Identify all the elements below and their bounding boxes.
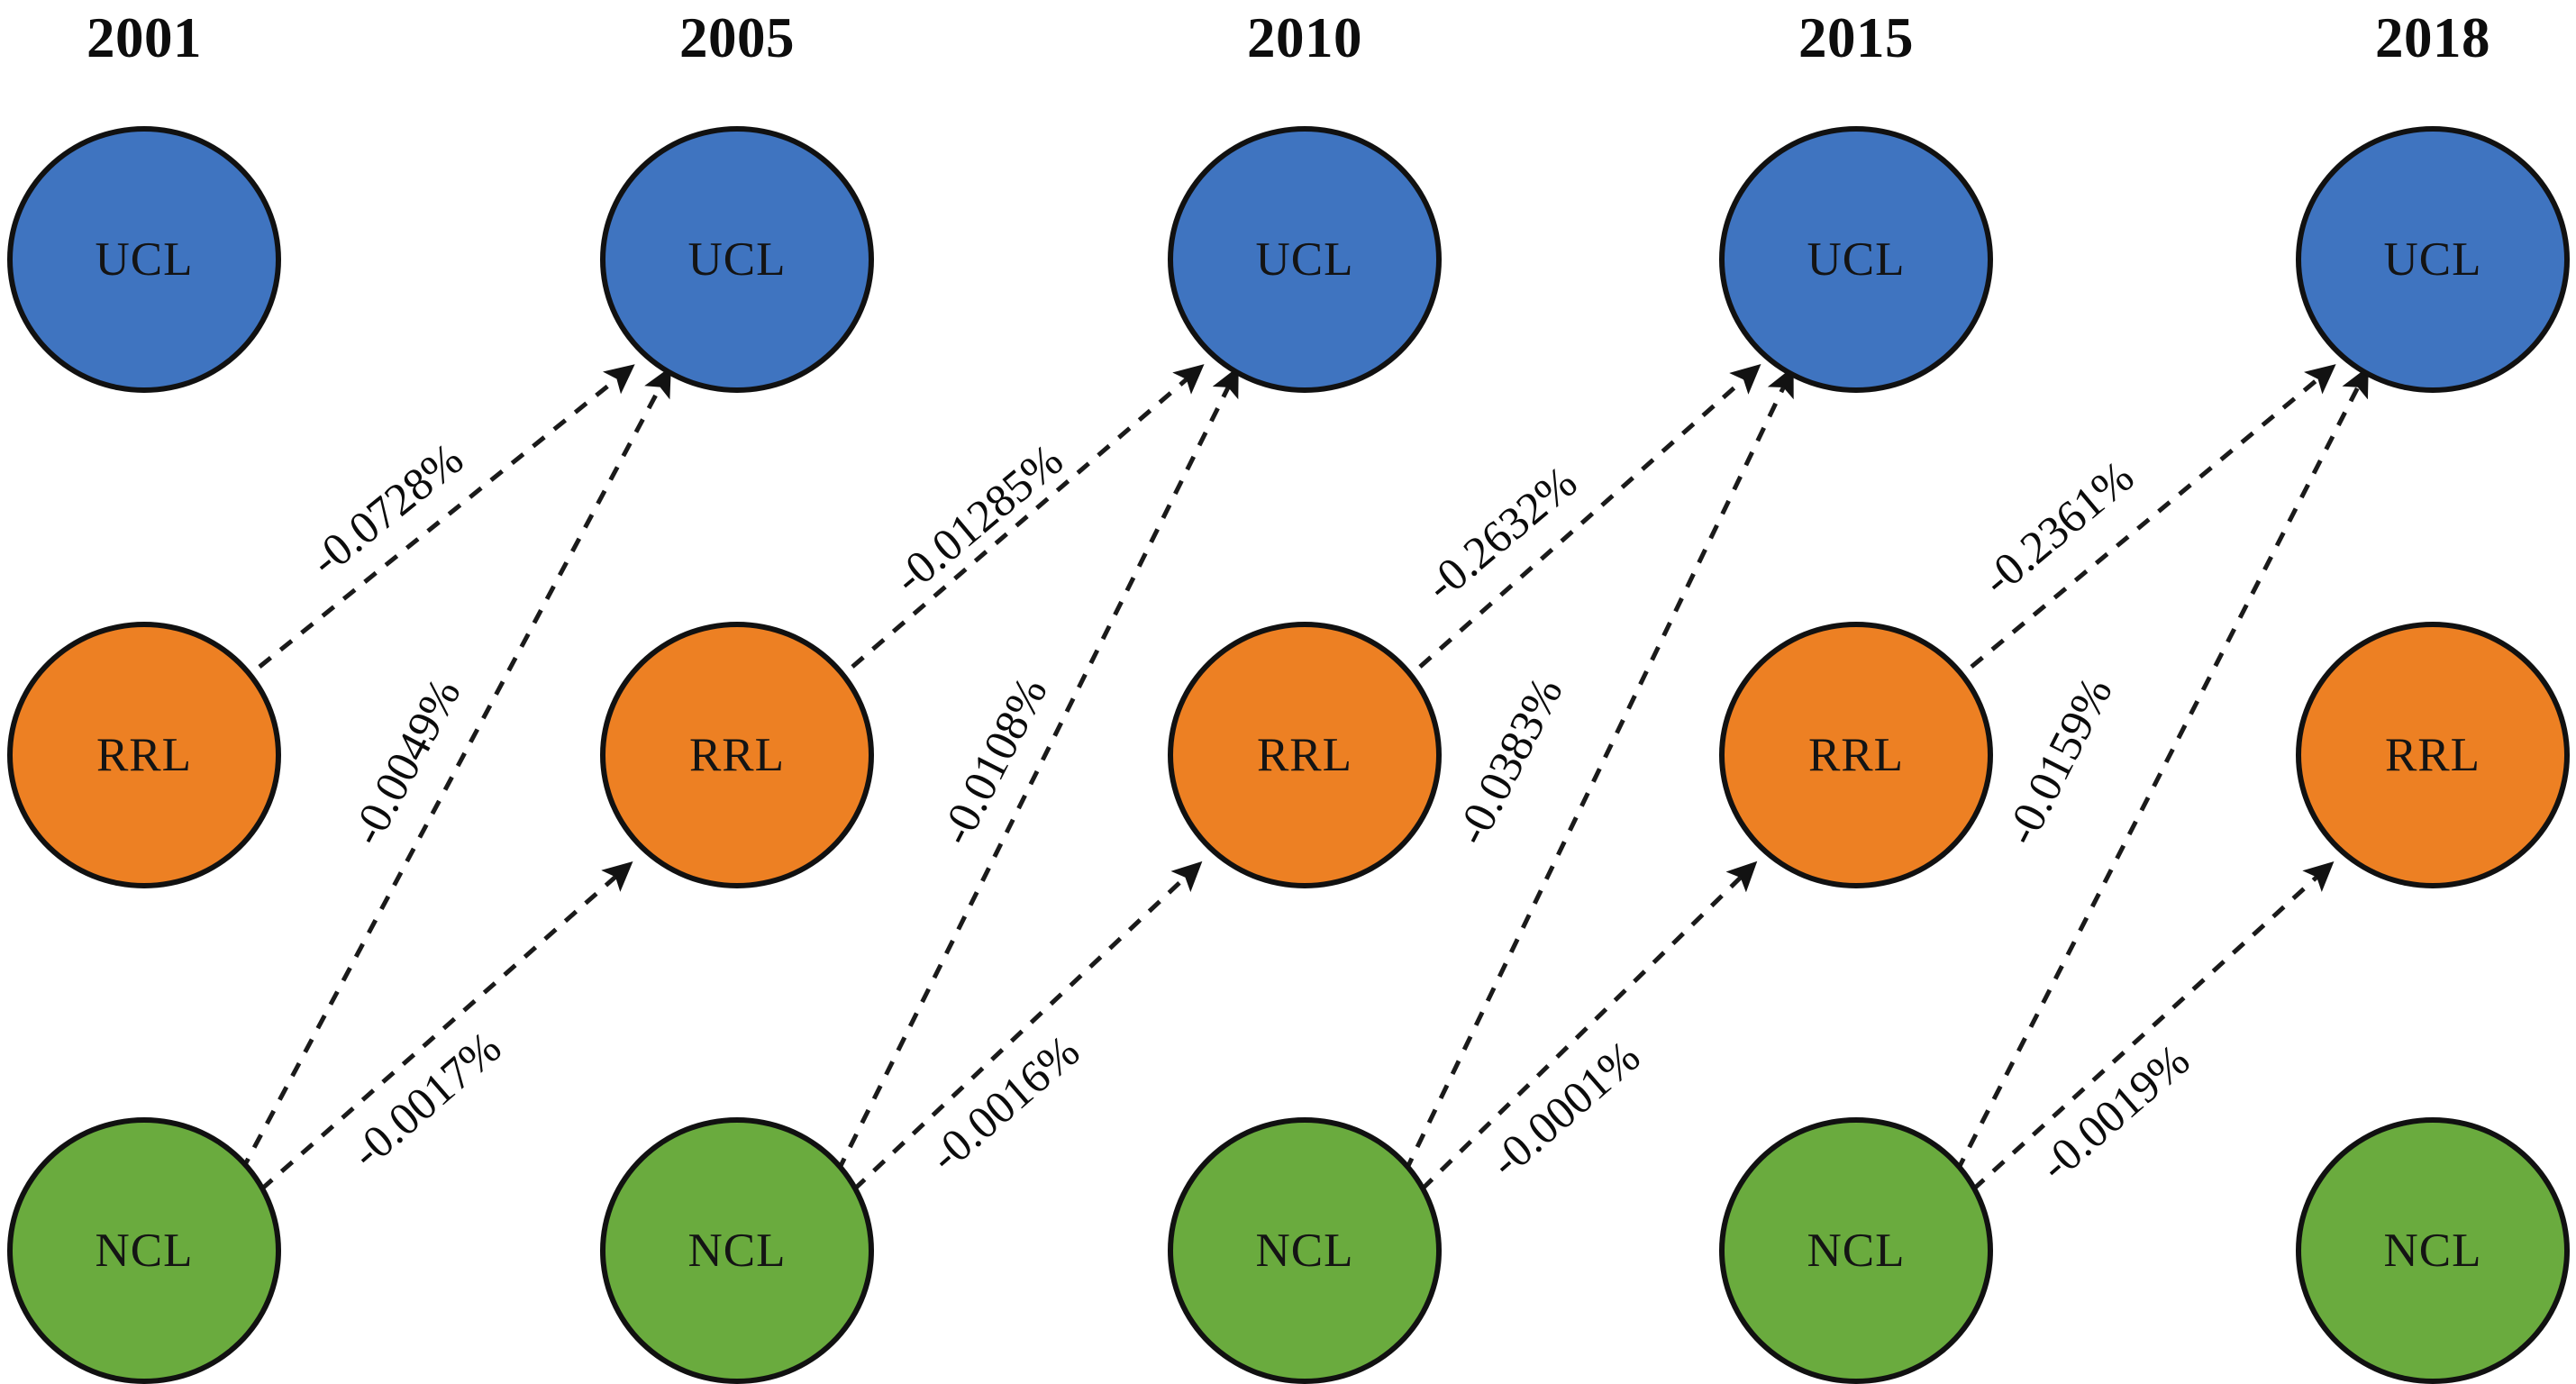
- node-label: RRL: [1807, 728, 1905, 781]
- node-ucl-2015[interactable]: UCL: [1719, 126, 1993, 393]
- node-label: UCL: [687, 232, 787, 286]
- node-label: UCL: [1255, 232, 1354, 286]
- node-rrl-2001[interactable]: RRL: [7, 622, 281, 888]
- node-label: UCL: [95, 232, 194, 286]
- node-ncl-2015[interactable]: NCL: [1719, 1117, 1993, 1384]
- edge-ncl-2001-to-rrl-2005: [259, 861, 633, 1191]
- node-label: RRL: [688, 728, 786, 781]
- node-ncl-2018[interactable]: NCL: [2296, 1117, 2570, 1384]
- edge-rrl-2001-to-ucl-2005: [258, 364, 635, 669]
- node-ucl-2018[interactable]: UCL: [2296, 126, 2570, 393]
- node-rrl-2018[interactable]: RRL: [2296, 622, 2570, 888]
- node-ucl-2010[interactable]: UCL: [1168, 126, 1442, 393]
- node-rrl-2010[interactable]: RRL: [1168, 622, 1442, 888]
- edge-rrl-2015-to-ucl-2018: [1970, 364, 2336, 669]
- year-header-2001: 2001: [86, 6, 202, 69]
- node-rrl-2005[interactable]: RRL: [600, 622, 874, 888]
- edge-ncl-2010-to-rrl-2015: [1420, 860, 1758, 1191]
- node-label: UCL: [2383, 232, 2482, 286]
- edge-ncl-2015-to-rrl-2018: [1971, 860, 2335, 1191]
- node-label: NCL: [2383, 1224, 2482, 1277]
- node-ucl-2005[interactable]: UCL: [600, 126, 874, 393]
- node-ncl-2010[interactable]: NCL: [1168, 1117, 1442, 1384]
- year-header-2010: 2010: [1247, 6, 1362, 69]
- node-ncl-2001[interactable]: NCL: [7, 1117, 281, 1384]
- node-label: RRL: [2384, 728, 2481, 781]
- node-ucl-2001[interactable]: UCL: [7, 126, 281, 393]
- edge-ncl-2005-to-rrl-2010: [852, 860, 1203, 1191]
- node-rrl-2015[interactable]: RRL: [1719, 622, 1993, 888]
- node-label: RRL: [1256, 728, 1353, 781]
- node-label: RRL: [96, 728, 193, 781]
- edge-ncl-2005-to-ucl-2010: [835, 366, 1239, 1173]
- node-ncl-2005[interactable]: NCL: [600, 1117, 874, 1384]
- edge-ncl-2010-to-ucl-2015: [1403, 366, 1794, 1173]
- node-label: NCL: [1255, 1224, 1354, 1277]
- year-header-2005: 2005: [679, 6, 795, 69]
- node-label: NCL: [1807, 1224, 1906, 1277]
- year-header-2018: 2018: [2375, 6, 2490, 69]
- edge-rrl-2010-to-ucl-2015: [1418, 364, 1761, 669]
- node-label: UCL: [1807, 232, 1906, 286]
- node-label: NCL: [95, 1224, 194, 1277]
- node-label: NCL: [687, 1224, 787, 1277]
- year-header-2015: 2015: [1798, 6, 1914, 69]
- edge-rrl-2005-to-ucl-2010: [851, 364, 1205, 669]
